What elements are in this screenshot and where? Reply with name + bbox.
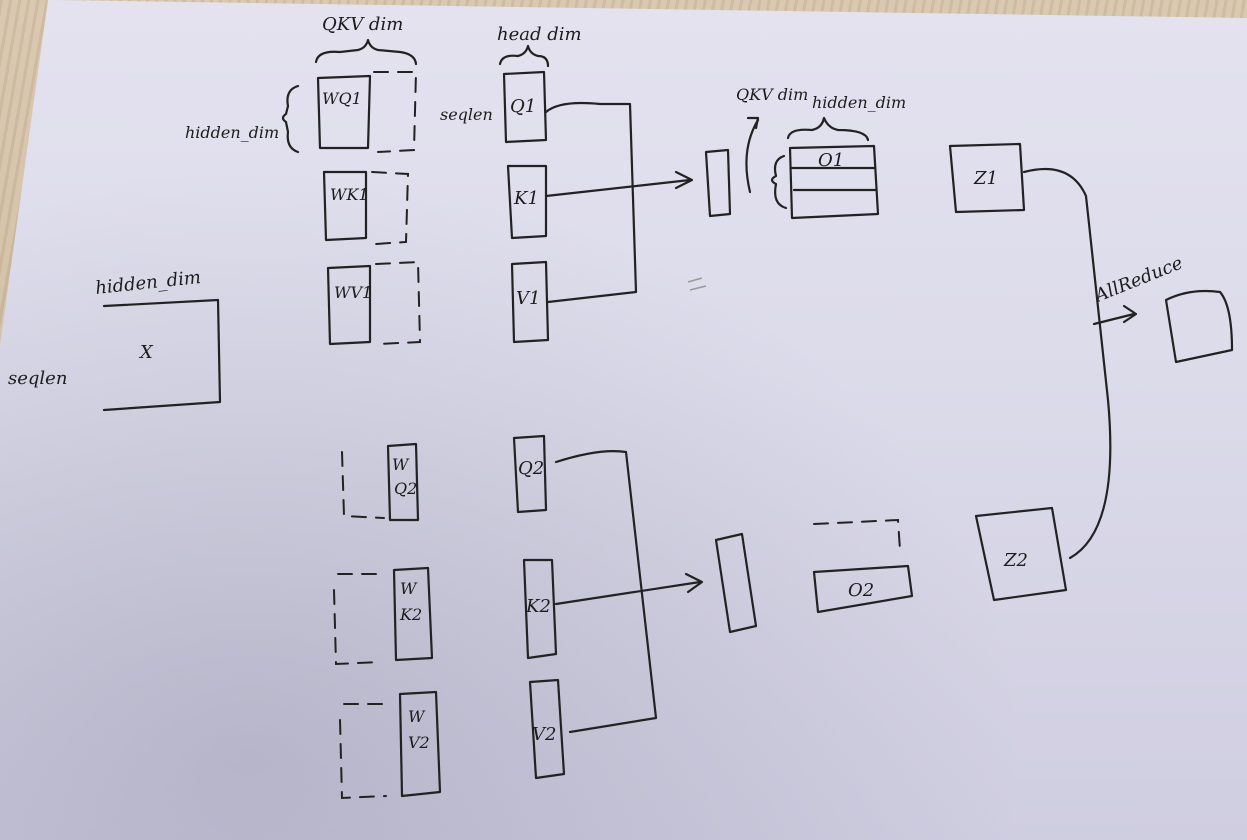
wv2-w-label: W xyxy=(408,707,426,726)
z2-block: Z2 xyxy=(974,506,1068,602)
wq1-label: WQ1 xyxy=(322,89,362,108)
qv2-connector xyxy=(554,450,658,734)
hidden-dim-out-brace xyxy=(786,116,870,142)
arrow-head-1 xyxy=(674,170,694,190)
wq1-block: WQ1 xyxy=(316,71,418,153)
head-dim-label: head dim xyxy=(497,24,582,45)
x-matrix xyxy=(102,298,222,412)
qkv-dim-out-arc-head xyxy=(746,116,760,130)
seqlen-q-label: seqlen xyxy=(440,105,493,124)
z1-block: Z1 xyxy=(948,142,1026,214)
q1-block: Q1 xyxy=(502,70,548,144)
wv1-label: WV1 xyxy=(334,283,372,302)
qv1-connector xyxy=(544,101,638,304)
allreduce-bracket xyxy=(1022,167,1112,560)
v1-block: V1 xyxy=(510,260,550,344)
o1-block: O1 xyxy=(788,144,880,220)
hidden-dim-weights-label: hidden_dim xyxy=(185,123,279,142)
wk2-block: W K2 xyxy=(333,566,434,666)
k1-connector xyxy=(544,178,692,198)
wq2-sub-label: Q2 xyxy=(394,479,417,498)
attn-column-1 xyxy=(704,148,732,218)
q2-block: Q2 xyxy=(512,434,548,514)
o1-brace xyxy=(770,154,788,210)
allreduce-output-block xyxy=(1164,289,1234,364)
q1-label: Q1 xyxy=(510,96,536,117)
wq2-w-label: W xyxy=(392,455,410,474)
wk1-block: WK1 xyxy=(322,170,410,245)
qkv-dim-out-label: QKV dim xyxy=(736,85,808,104)
attn-column-2 xyxy=(714,532,758,634)
o2-dashed-block xyxy=(813,518,901,551)
head-dim-brace xyxy=(498,44,550,68)
q2-label: Q2 xyxy=(518,458,544,479)
hidden-dim-x-label: hidden_dim xyxy=(94,267,202,299)
o2-label: O2 xyxy=(848,580,874,601)
wk2-sub-label: K2 xyxy=(399,605,422,624)
v2-label: V2 xyxy=(532,724,556,745)
allreduce-arrow xyxy=(1092,312,1136,326)
wk1-label: WK1 xyxy=(330,185,369,204)
k1-label: K1 xyxy=(513,188,539,209)
k2-block: K2 xyxy=(522,558,558,660)
o2-block xyxy=(812,564,914,614)
seqlen-x-label: seqlen xyxy=(8,368,67,389)
z2-label: Z2 xyxy=(1003,550,1028,571)
wv2-sub-label: V2 xyxy=(408,733,430,752)
k1-block: K1 xyxy=(506,164,548,240)
wv2-block: W V2 xyxy=(339,690,442,800)
qkv-dim-top-label: QKV dim xyxy=(322,14,403,35)
allreduce-arrow-head xyxy=(1122,304,1138,324)
v2-block: V2 xyxy=(528,678,566,780)
hidden-dim-out-label: hidden_dim xyxy=(812,93,906,112)
qkv-dim-brace xyxy=(314,38,418,66)
z1-label: Z1 xyxy=(973,168,998,189)
allreduce-label: AllReduce xyxy=(1090,252,1186,307)
wv1-block: WV1 xyxy=(326,260,422,346)
o1-label: O1 xyxy=(818,150,844,171)
wk2-w-label: W xyxy=(400,579,418,598)
v1-label: V1 xyxy=(516,288,540,309)
qkv-dim-out-arc xyxy=(745,118,760,194)
faint-mark xyxy=(687,277,707,291)
wq2-block: W Q2 xyxy=(341,442,420,522)
hidden-dim-weights-brace xyxy=(281,84,300,154)
k2-connector xyxy=(554,580,702,606)
k2-label: K2 xyxy=(525,596,551,617)
arrow-head-2 xyxy=(684,572,704,594)
x-label: X xyxy=(138,342,154,363)
